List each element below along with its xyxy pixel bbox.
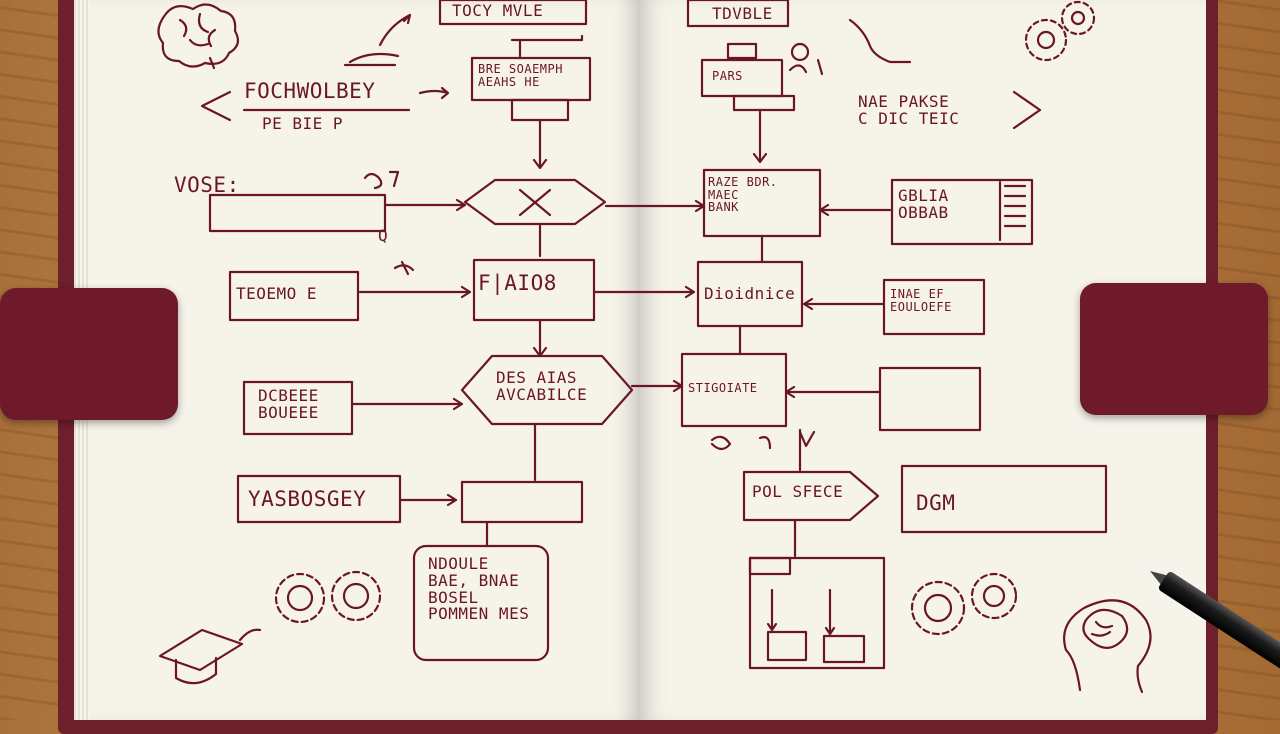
gears-icon	[1024, 0, 1096, 62]
box-f-label: NDOULE BAE, BNAE BOSEL POMMEN MES	[428, 554, 530, 624]
box-diol-label: Dioidnice	[704, 284, 796, 303]
box-e-label: YASBOSGEY	[248, 487, 367, 511]
bookmark-tab-right	[1080, 283, 1268, 415]
right-top-box-label: TDVBLE	[712, 4, 773, 23]
label-vose: VOSE:	[174, 173, 240, 197]
brain-icon	[157, 3, 240, 70]
gears-icon	[274, 570, 382, 624]
box-pars-label: PARS	[712, 69, 743, 83]
box-c-label: F|AIO8	[478, 271, 557, 295]
box-stigo-label: STIGOIATE	[688, 381, 758, 395]
box-pol-label: POL SFECE	[752, 482, 844, 501]
box-side-b-label: INAE EF EOULOEFE	[890, 287, 952, 314]
box-b-label: TEOEMO E	[236, 284, 318, 303]
box-side-a-label: GBLIA OBBAB	[898, 186, 949, 222]
page-title: FOCHWOLBEY	[244, 79, 376, 103]
note-label: NAE PAKSE C DIC TEIC	[858, 92, 960, 128]
page-title-sub: PE BIE P	[262, 114, 344, 133]
box-dgm-label: DGM	[916, 491, 956, 515]
head-brain-icon	[1063, 599, 1152, 694]
hex-label: DES AIAS AVCABILCE	[496, 368, 588, 404]
box-rate-label: RAZE BDR. MAEC BANK	[708, 175, 778, 215]
box-a-label: BRE SOAEMPH AEAHS HE	[478, 62, 563, 89]
gears-icon	[910, 572, 1018, 636]
graduation-cap-icon	[158, 628, 262, 685]
label-q: Q	[378, 226, 389, 245]
box-d-label: DCBEEE BOUEEE	[258, 386, 319, 422]
bookmark-tab-left	[0, 288, 178, 420]
top-box-label: TOCY MVLE	[452, 1, 544, 20]
